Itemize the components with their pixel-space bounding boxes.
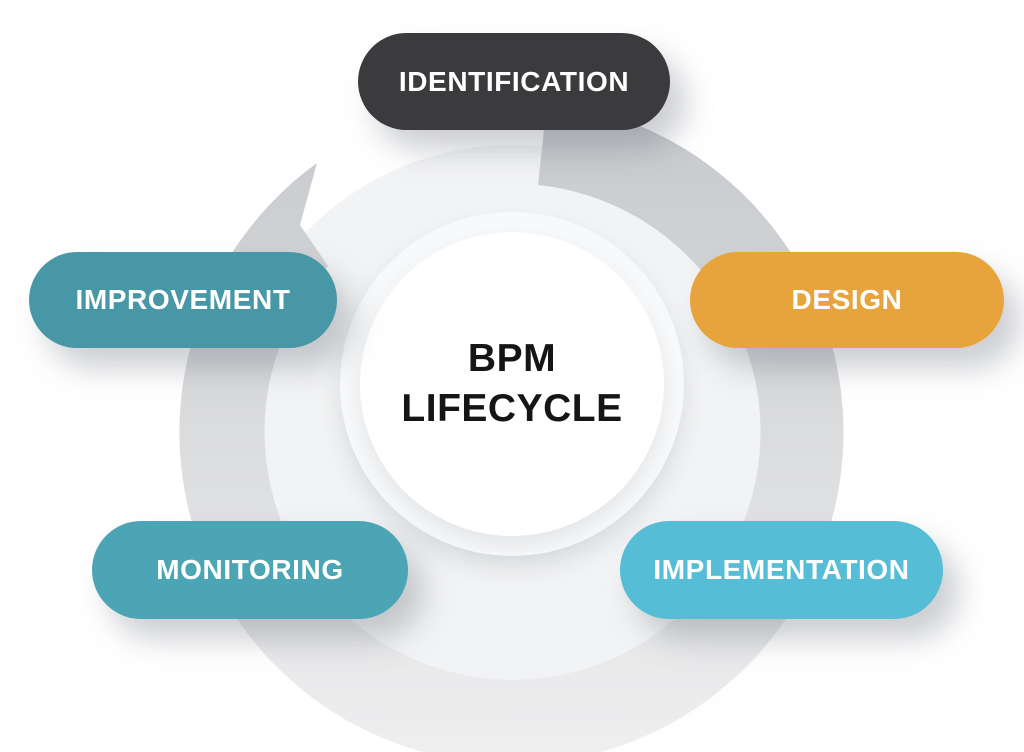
stage-pill-identification: IDENTIFICATION: [358, 33, 670, 130]
diagram-title: BPM LIFECYCLE: [401, 334, 622, 434]
stage-pill-monitoring: MONITORING: [92, 521, 408, 619]
diagram-title-line2: LIFECYCLE: [401, 387, 623, 430]
stage-pill-design: DESIGN: [690, 252, 1004, 348]
stage-pill-improvement: IMPROVEMENT: [29, 252, 337, 348]
stage-label-improvement: IMPROVEMENT: [75, 284, 291, 315]
center-circle: BPM LIFECYCLE: [360, 232, 664, 536]
diagram-title-line1: BPM: [467, 337, 557, 380]
stage-label-design: DESIGN: [791, 284, 903, 315]
stage-pill-implementation: IMPLEMENTATION: [620, 521, 943, 619]
stage-label-monitoring: MONITORING: [156, 554, 344, 585]
stage-label-identification: IDENTIFICATION: [398, 65, 630, 97]
stage-label-implementation: IMPLEMENTATION: [653, 554, 910, 585]
